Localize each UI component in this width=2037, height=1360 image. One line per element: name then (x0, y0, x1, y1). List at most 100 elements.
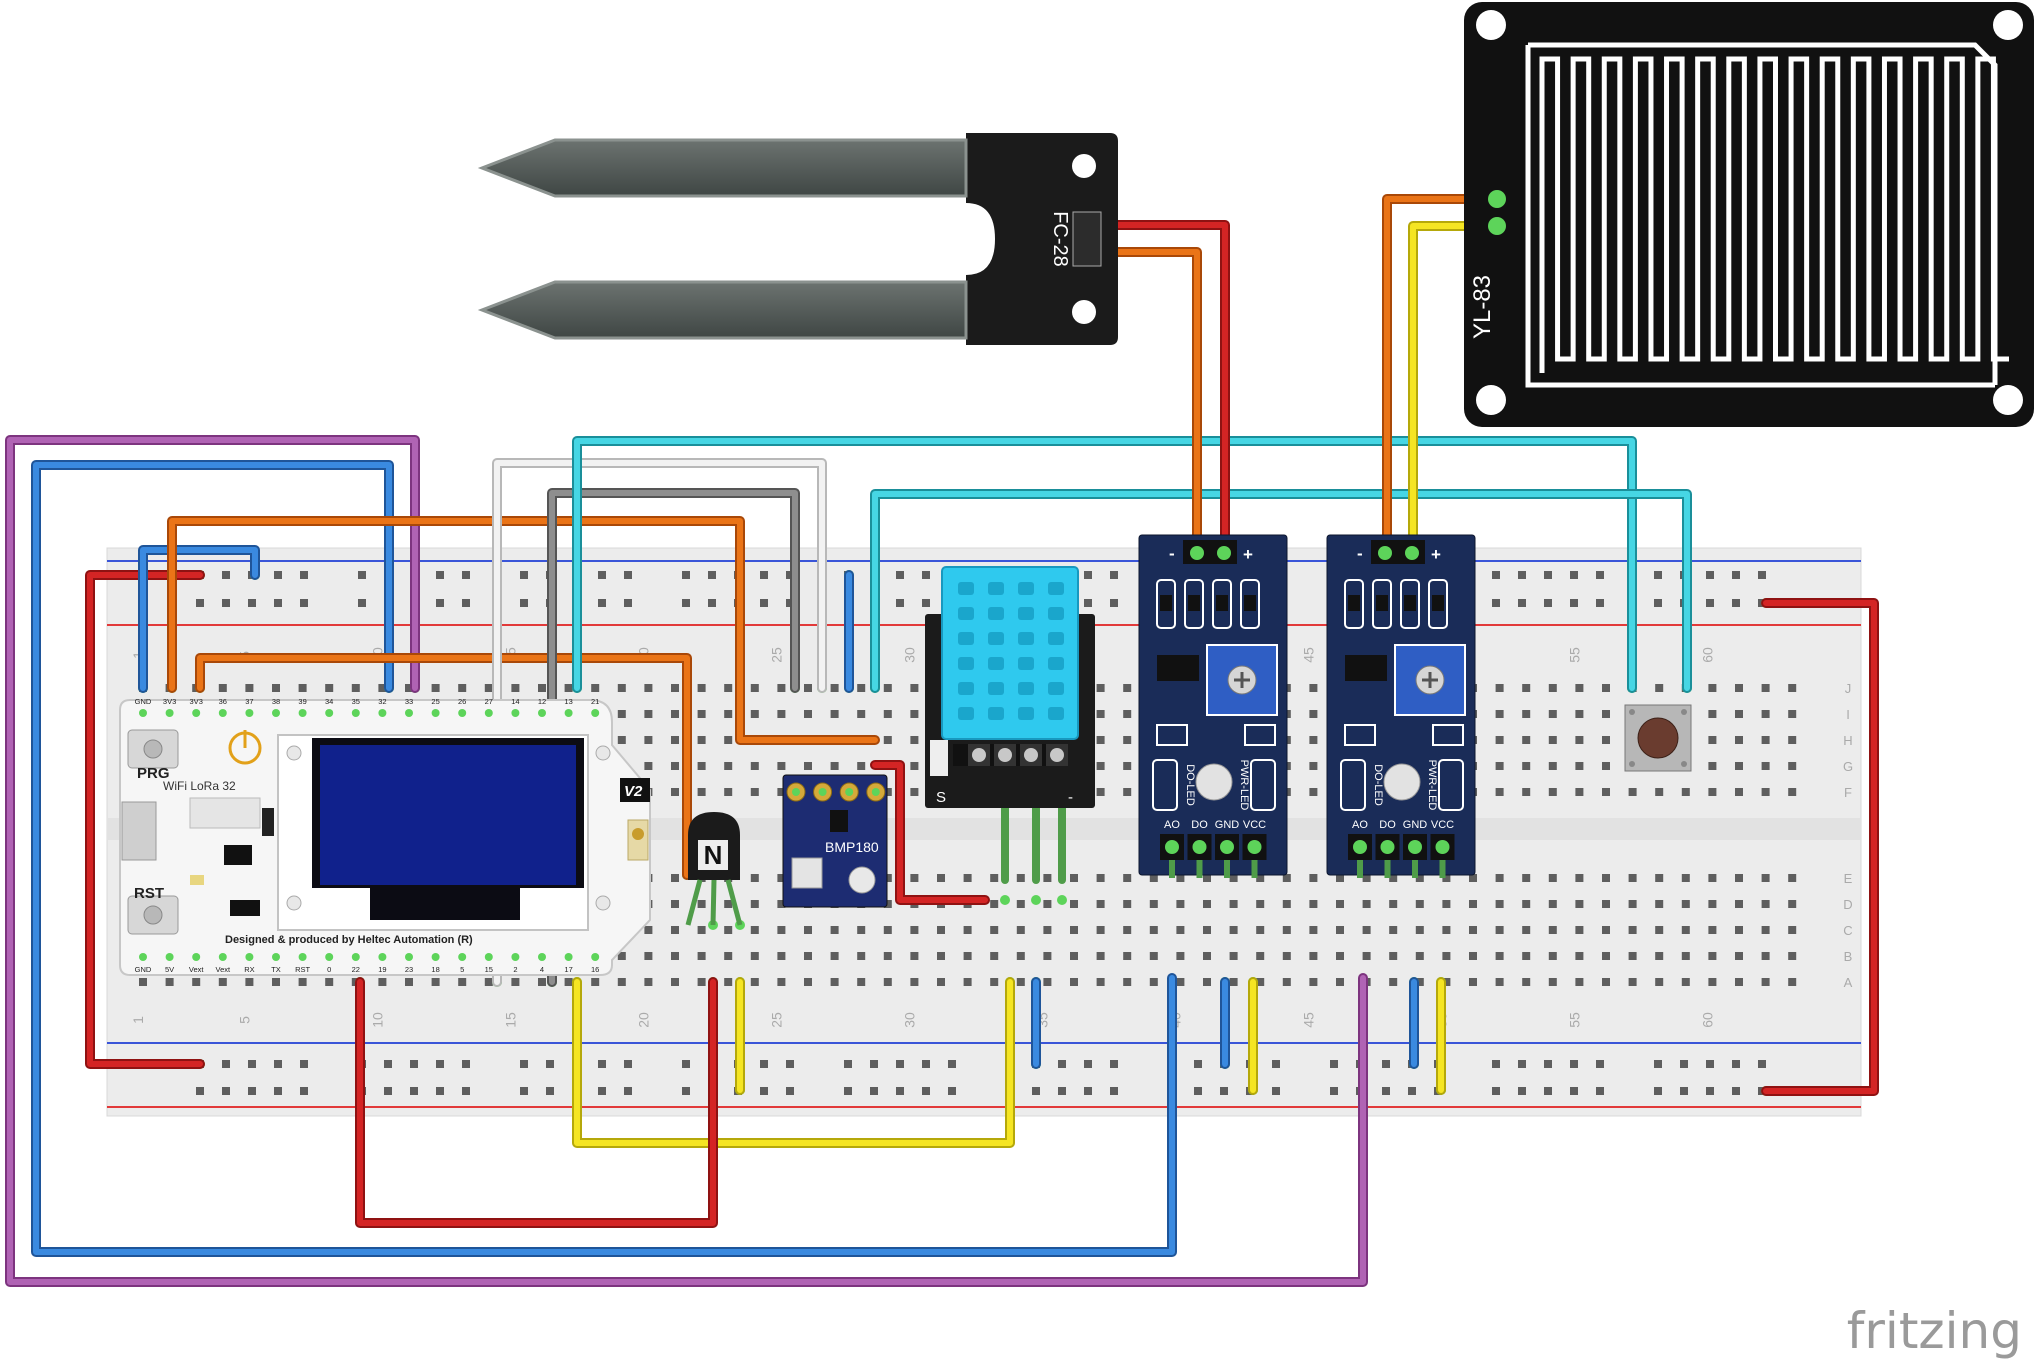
bb-hole (1203, 952, 1211, 960)
rail-hole (870, 1060, 878, 1068)
rail-hole (948, 1087, 956, 1095)
bb-hole (1495, 736, 1504, 744)
bb-hole (1282, 978, 1291, 986)
dht-vent (1048, 632, 1064, 645)
comparator-pin (1408, 840, 1422, 854)
comparator-pin-label: AO (1164, 819, 1180, 831)
bb-hole (1735, 874, 1743, 882)
bb-hole (1655, 952, 1664, 960)
rail-hole (300, 571, 308, 579)
rail-hole (1758, 571, 1766, 579)
bb-hole (1788, 762, 1797, 770)
bb-hole (1522, 710, 1531, 718)
rail-hole (1544, 599, 1552, 607)
fritzing-watermark: fritzing (1847, 1302, 2022, 1360)
bb-hole (1070, 978, 1078, 986)
rail-hole (844, 1060, 852, 1068)
bb-hole (1548, 874, 1557, 882)
board-top-pin-label: 33 (405, 697, 413, 706)
bb-hole (1229, 952, 1238, 960)
soil-sensor-head (966, 133, 1118, 345)
bb-hole (1788, 710, 1797, 718)
bb-hole (1522, 874, 1531, 882)
rail-hole (922, 599, 930, 607)
bb-hole (1442, 952, 1451, 960)
bb-hole (1229, 926, 1238, 934)
dht-vent (988, 682, 1004, 695)
rail-hole (1570, 1060, 1578, 1068)
comparator-pin-label: GND (1403, 819, 1428, 831)
bb-hole (1256, 978, 1265, 986)
bb-hole (1522, 762, 1531, 770)
rail-hole (1654, 571, 1662, 579)
bb-hole (644, 684, 653, 692)
transistor-label-box (698, 840, 728, 870)
bb-hole (671, 978, 679, 986)
dht11-module: S - (925, 566, 1095, 808)
dht-vent (1018, 582, 1034, 595)
bmp180-label: BMP180 (825, 839, 879, 855)
dht-vent (1018, 607, 1034, 620)
bb-hole (325, 978, 334, 986)
rail-hole (896, 1060, 904, 1068)
bb-hole (1681, 978, 1690, 986)
bb-hole (1203, 978, 1211, 986)
bb-hole (777, 900, 786, 908)
bb-hole (1123, 710, 1132, 718)
bb-hole (1708, 710, 1717, 718)
rail-hole (196, 599, 204, 607)
column-number-bottom: 45 (1300, 1012, 1316, 1028)
bb-hole (1708, 900, 1717, 908)
comparator-plus-label: + (1431, 545, 1441, 564)
rail-hole (1110, 571, 1118, 579)
bb-hole (697, 978, 706, 986)
bb-hole (1469, 874, 1477, 882)
bb-hole (1016, 952, 1025, 960)
board-bottom-pin-label: 2 (513, 965, 517, 974)
bb-hole (830, 978, 839, 986)
bb-hole (1203, 874, 1211, 882)
rail-hole (436, 599, 444, 607)
bb-hole (1256, 874, 1265, 882)
rail-hole (1706, 1087, 1714, 1095)
bb-hole (671, 874, 679, 882)
rail-hole (1596, 1087, 1604, 1095)
bb-hole (298, 978, 307, 986)
rail-hole (300, 1060, 308, 1068)
row-letter: E (1844, 871, 1853, 886)
dht-vent (988, 707, 1004, 720)
rst-label: RST (134, 885, 164, 902)
bb-hole (1415, 900, 1424, 908)
bb-hole (1495, 900, 1504, 908)
bb-hole (990, 926, 999, 934)
rail-hole (682, 1060, 690, 1068)
rail-hole (1194, 1087, 1202, 1095)
bb-hole (1123, 762, 1132, 770)
rail-hole (624, 599, 632, 607)
rail-hole (1518, 571, 1526, 579)
dht-pin (1050, 748, 1064, 762)
bb-hole (910, 788, 919, 796)
bb-hole (750, 900, 759, 908)
column-number-bottom: 25 (768, 1012, 784, 1028)
bb-hole (697, 684, 706, 692)
bb-hole (1735, 788, 1743, 796)
connected-hole (1000, 895, 1010, 905)
dht-s-label: S (936, 789, 946, 806)
rail-hole (896, 571, 904, 579)
bb-hole (1655, 684, 1664, 692)
rail-hole (624, 571, 632, 579)
column-number-bottom: 30 (901, 1012, 917, 1028)
red-wire-bottom-loop-core (357, 979, 716, 1226)
bb-hole (1389, 926, 1398, 934)
rail-hole (274, 599, 282, 607)
bb-hole (777, 788, 786, 796)
rail-hole (1570, 599, 1578, 607)
rail-hole (682, 599, 690, 607)
bb-hole (1761, 710, 1770, 718)
rail-hole (358, 571, 366, 579)
bb-hole (1149, 926, 1158, 934)
